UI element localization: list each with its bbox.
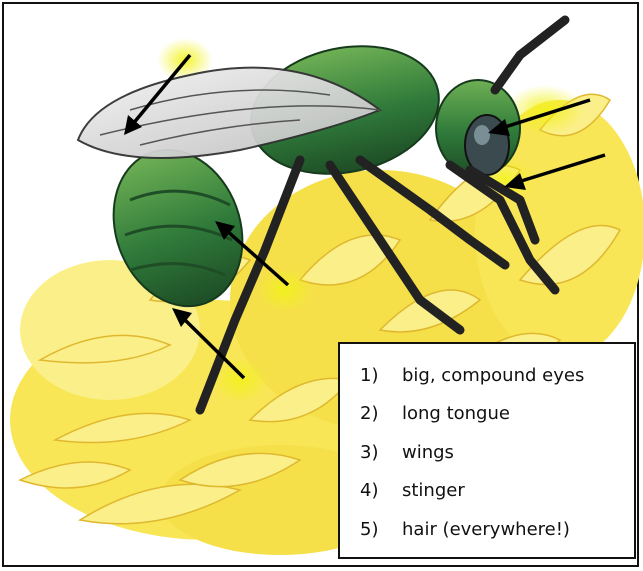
legend-text: long tongue <box>402 403 510 424</box>
legend-number: 3) <box>360 442 402 463</box>
legend-box: 1) big, compound eyes 2) long tongue 3) … <box>338 342 636 559</box>
legend-text: wings <box>402 442 454 463</box>
legend-item-5: 5) hair (everywhere!) <box>360 510 634 549</box>
legend-number: 2) <box>360 403 402 424</box>
legend-text: stinger <box>402 480 465 501</box>
legend-item-1: 1) big, compound eyes <box>360 356 634 395</box>
antenna <box>495 20 565 90</box>
legend-number: 4) <box>360 480 402 501</box>
legend-text: hair (everywhere!) <box>402 519 570 540</box>
legend-number: 5) <box>360 519 402 540</box>
legend-number: 1) <box>360 365 402 386</box>
legend-item-2: 2) long tongue <box>360 395 634 434</box>
legend-text: big, compound eyes <box>402 365 584 386</box>
legend-item-4: 4) stinger <box>360 472 634 511</box>
legend-item-3: 3) wings <box>360 433 634 472</box>
